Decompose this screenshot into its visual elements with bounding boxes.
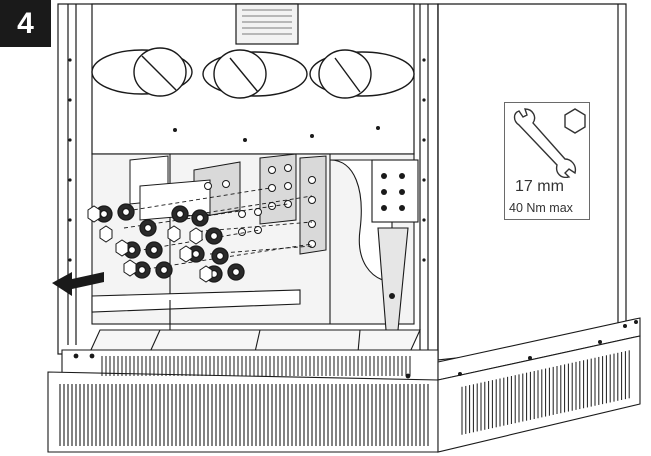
bracket-holes xyxy=(381,173,405,299)
tool-spec-box: 17 mm 40 Nm max xyxy=(504,102,590,220)
step-number-badge: 4 xyxy=(0,0,51,47)
plinth-vents-front xyxy=(59,384,429,446)
wrench-size-label: 17 mm xyxy=(515,178,564,195)
cable-lugs xyxy=(87,203,245,283)
plinth-screws xyxy=(73,320,638,379)
hex-nut-icon xyxy=(564,108,586,134)
switch-handles xyxy=(91,47,415,99)
tool-icons xyxy=(513,108,586,178)
torque-label: 40 Nm max xyxy=(509,201,573,215)
removal-arrow xyxy=(52,272,104,296)
panel-screws xyxy=(68,58,426,262)
open-end-wrench-icon xyxy=(513,108,577,178)
plinth-vents-upper xyxy=(101,356,411,376)
plinth-vents-side xyxy=(461,350,630,435)
